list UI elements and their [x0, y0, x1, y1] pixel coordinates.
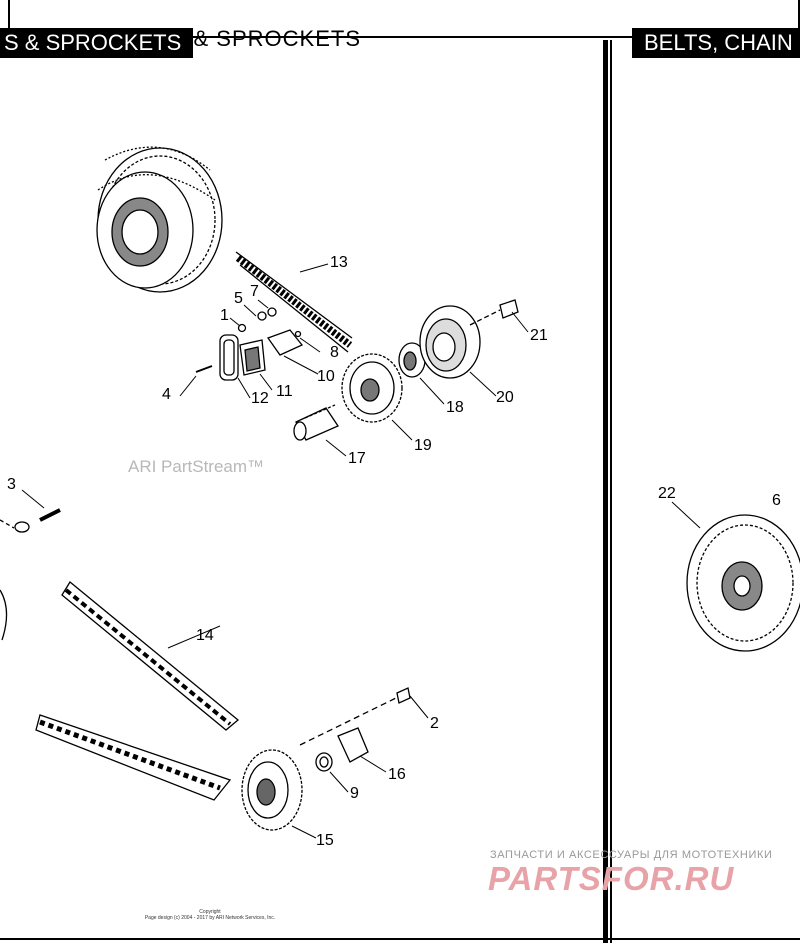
- part-label: 14: [196, 627, 214, 644]
- page-title-right: BELTS, CHAIN: [632, 28, 800, 58]
- part-label: 6: [772, 492, 781, 509]
- copyright-notice: Copyright Page design (c) 2004 - 2017 by…: [140, 909, 280, 921]
- part-label: 12: [251, 390, 269, 407]
- clutch-basket-part: [96, 146, 223, 293]
- part-label: 5: [234, 290, 243, 307]
- part-label: 15: [316, 832, 334, 849]
- part-label: 2: [430, 715, 439, 732]
- leader-lines: [21, 263, 701, 839]
- compensating-sprocket-part: [341, 353, 403, 423]
- part-label: 9: [350, 785, 359, 802]
- brand-logo: PARTSFOR.RU: [488, 860, 735, 897]
- primary-chain-part: [235, 251, 353, 353]
- page-title-left: S & SPROCKETS: [0, 28, 194, 58]
- copyright-line: Copyright: [199, 909, 221, 915]
- spacer-part: [398, 342, 426, 378]
- copyright-line: Page design (c) 2004 - 2017 by ARI Netwo…: [144, 915, 276, 921]
- part-label: 19: [414, 437, 432, 454]
- part-label: 22: [658, 485, 676, 502]
- transmission-pulley-part: [241, 749, 303, 831]
- sprocket-cover-part: [419, 305, 481, 379]
- page-bottom-rule: [0, 938, 800, 940]
- part-label: 10: [317, 368, 335, 385]
- page-divider-inner: [610, 40, 612, 943]
- pulley-hardware-parts: [299, 687, 411, 772]
- right-clutch-part: [686, 514, 800, 652]
- part-label: 11: [276, 383, 293, 400]
- part-label: 3: [7, 476, 16, 493]
- shaft-extension-part: [293, 404, 339, 441]
- part-label: 16: [388, 766, 406, 783]
- page-divider: [603, 40, 608, 943]
- part-label: 7: [250, 283, 259, 300]
- sprocket-bolt-part: [469, 299, 519, 326]
- part-label: 20: [496, 389, 514, 406]
- part-label: 13: [330, 254, 348, 271]
- left-bolt-part: [0, 508, 61, 641]
- part-label: 1: [220, 307, 229, 324]
- part-label: 17: [348, 450, 366, 467]
- part-label: 18: [446, 399, 464, 416]
- part-label: 4: [162, 386, 171, 403]
- part-label: 8: [330, 344, 339, 361]
- brand-tagline: ЗАПЧАСТИ И АКСЕССУАРЫ ДЛЯ МОТОТЕХНИКИ: [490, 849, 773, 861]
- chain-adjuster-parts: [195, 307, 304, 381]
- watermark-text: ARI PartStream™: [128, 457, 265, 476]
- part-label: 21: [530, 327, 548, 344]
- drive-belt-part: [35, 581, 240, 801]
